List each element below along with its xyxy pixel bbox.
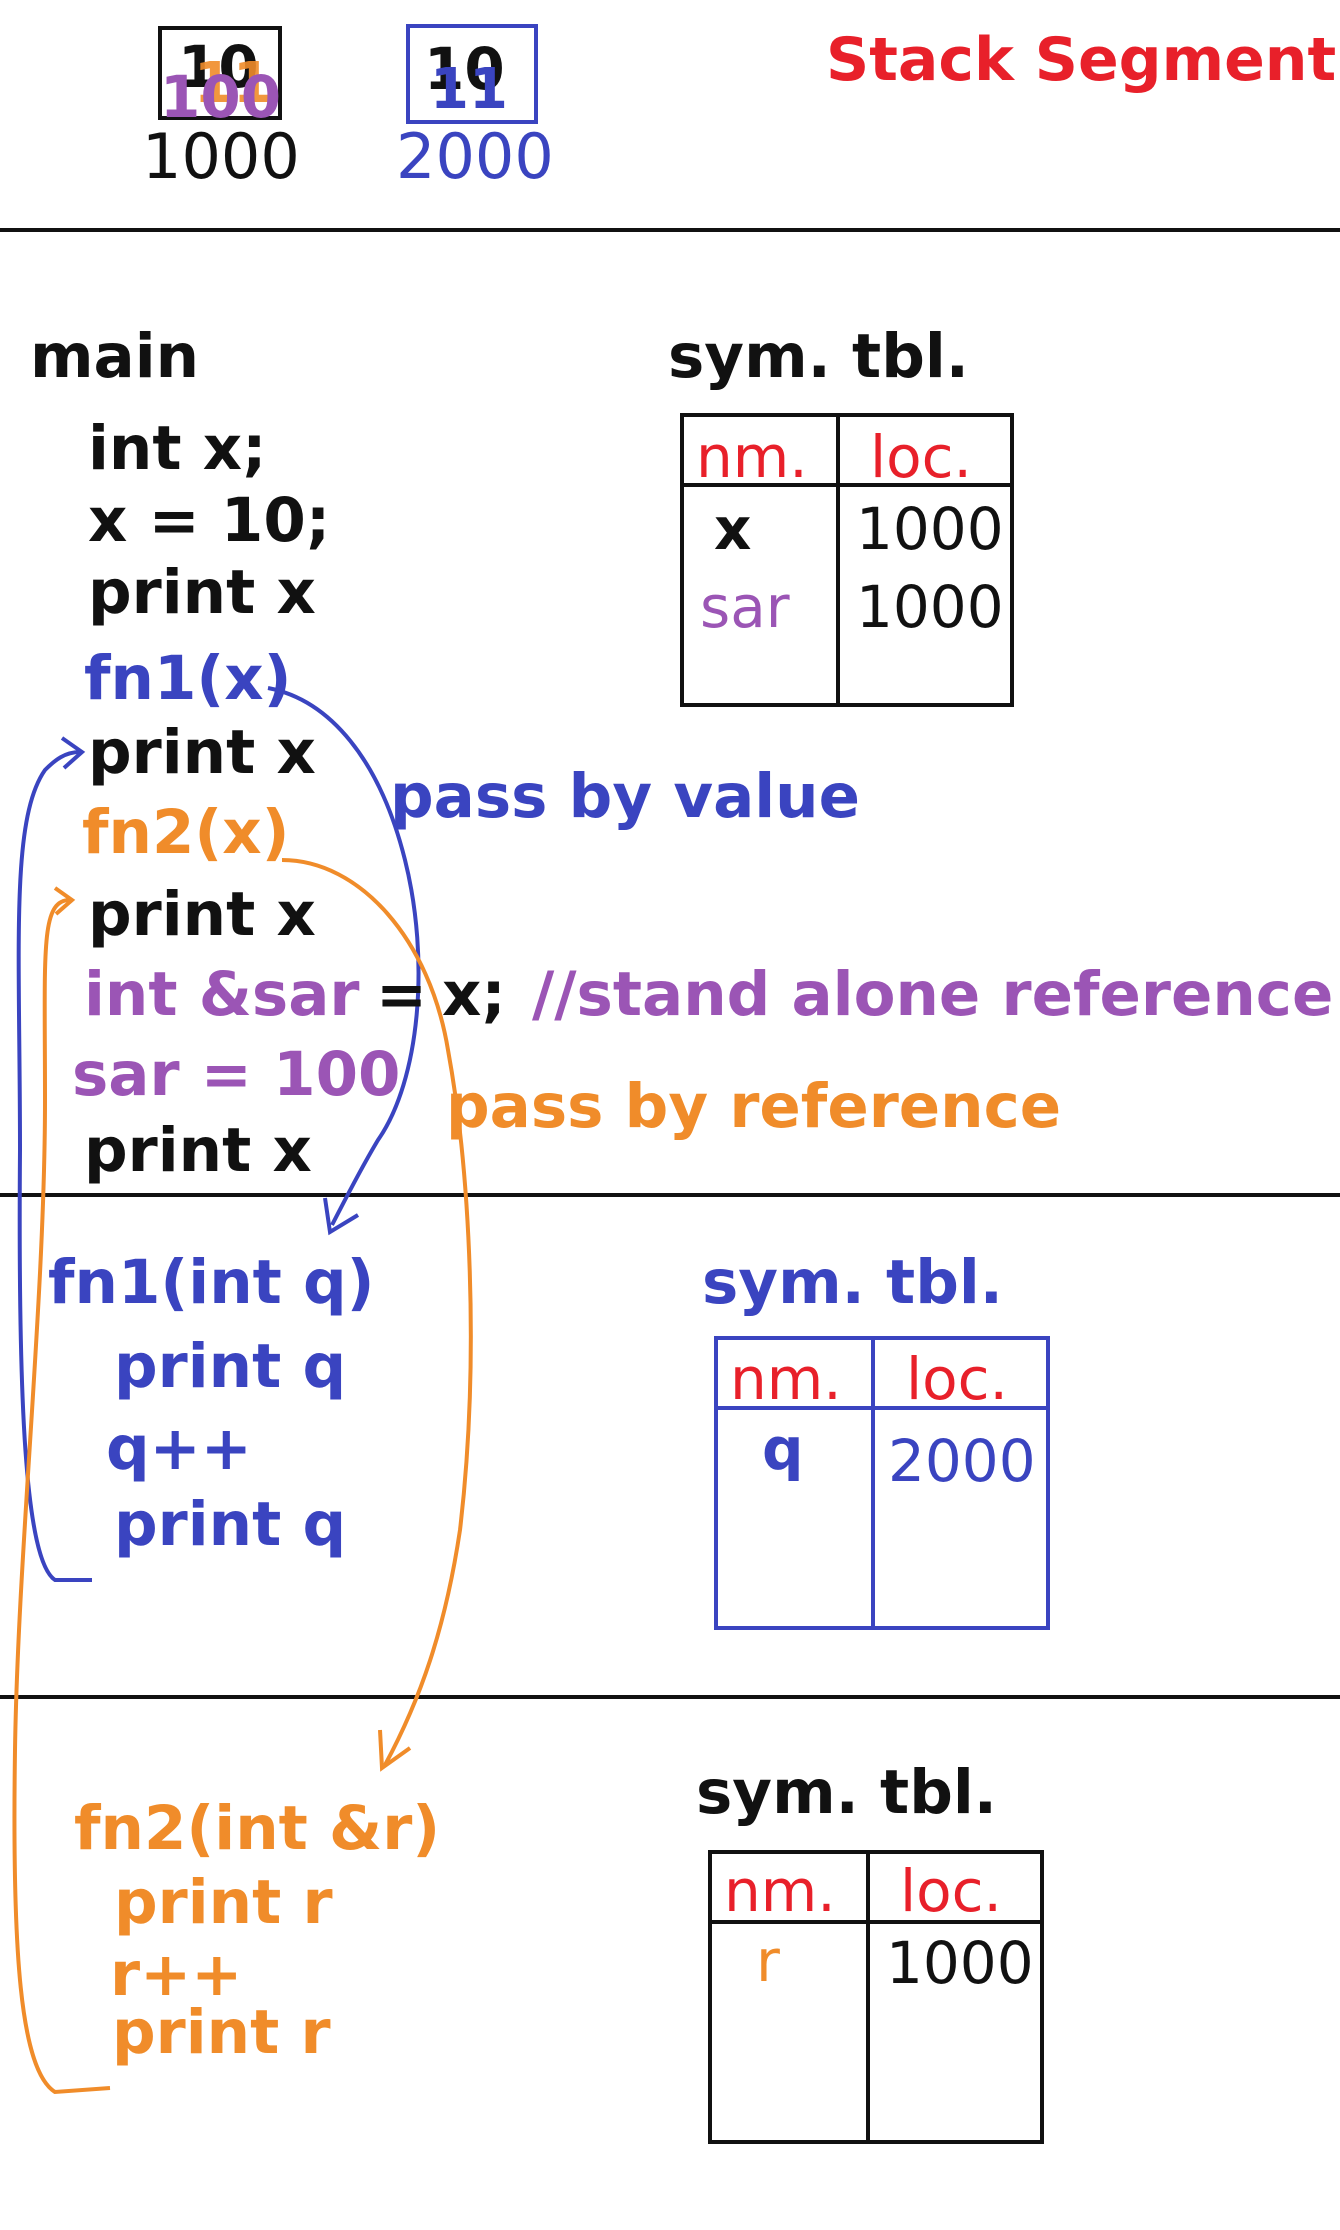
main-sym-table-title: sym. tbl.	[668, 321, 969, 392]
main-line-int-x: int x;	[88, 413, 267, 484]
orange-call-arrow	[281, 858, 473, 1766]
cell-x-overwrite-11: 11	[194, 51, 272, 116]
fn2-sym-col-name: nm.	[724, 1857, 836, 1925]
main-sym-col-loc: loc.	[870, 423, 972, 491]
orange-return-arrowhead	[53, 886, 76, 916]
fn1-sym-table-grid	[714, 1336, 1050, 1630]
main-line-print-1: print x	[88, 557, 316, 628]
fn1-sym-row-loc: 2000	[888, 1427, 1036, 1495]
main-sym-row-name: sar	[700, 573, 790, 641]
fn2-line-increment: r++	[110, 1939, 243, 2010]
main-line-ref-decl: int &sar	[84, 959, 360, 1030]
fn1-sym-col-loc: loc.	[906, 1345, 1008, 1413]
fn2-sym-row-name: r	[756, 1927, 780, 1995]
fn1-sym-row-name: q	[762, 1415, 804, 1483]
annotation-pass-by-value: pass by value	[390, 761, 860, 832]
page-title: Stack Segment	[826, 25, 1337, 95]
cell-x-overwrite-100: 100	[160, 63, 282, 131]
fn1-line-print-1: print q	[114, 1331, 347, 1402]
main-sym-row-loc: 1000	[856, 573, 1004, 641]
cell-x-address: 1000	[142, 120, 300, 193]
main-sym-row-loc: 1000	[856, 495, 1004, 563]
fn1-header: fn1(int q)	[48, 1247, 375, 1318]
fn2-header: fn2(int &r)	[74, 1793, 441, 1864]
fn2-line-print-1: print r	[114, 1867, 333, 1938]
fn2-sym-row-loc: 1000	[886, 1929, 1034, 1997]
main-sym-row-name: x	[714, 495, 752, 563]
cell-q-value: 10	[424, 35, 505, 103]
fn1-sym-table-title: sym. tbl.	[702, 1247, 1003, 1318]
main-label: main	[30, 321, 200, 392]
main-line-assign: x = 10;	[88, 485, 331, 556]
main-line-ref-target: x;	[442, 959, 506, 1030]
main-line-ref-comment: //stand alone reference	[532, 959, 1334, 1030]
blue-return-arrowhead	[60, 736, 86, 770]
main-line-print-3: print x	[88, 879, 316, 950]
memory-cell-q	[406, 24, 538, 124]
fn1-sym-col-name: nm.	[730, 1345, 842, 1413]
orange-call-arrowhead	[378, 1729, 412, 1772]
main-sym-col-name: nm.	[696, 423, 808, 491]
cell-x-value: 10	[178, 33, 259, 101]
main-sym-table-grid	[680, 413, 1014, 707]
cell-q-overwrite-11: 11	[430, 57, 508, 122]
blue-return-arrow	[16, 750, 92, 1582]
main-line-call-fn1: fn1(x)	[84, 643, 292, 714]
blue-call-arrowhead	[323, 1197, 360, 1236]
main-line-ref-equals: =	[376, 959, 428, 1030]
annotation-pass-by-reference: pass by reference	[446, 1071, 1062, 1142]
fn2-sym-table-grid	[708, 1850, 1044, 2144]
fn1-line-increment: q++	[106, 1413, 252, 1484]
main-line-print-4: print x	[84, 1115, 312, 1186]
cell-q-address: 2000	[396, 120, 554, 193]
main-line-print-2: print x	[88, 717, 316, 788]
memory-cell-x	[158, 26, 282, 120]
fn2-sym-col-loc: loc.	[900, 1857, 1002, 1925]
orange-return-arrow	[12, 898, 111, 2095]
fn1-line-print-2: print q	[114, 1489, 347, 1560]
fn2-sym-table-title: sym. tbl.	[696, 1757, 997, 1828]
fn2-line-print-2: print r	[112, 1997, 331, 2068]
main-line-call-fn2: fn2(x)	[82, 797, 290, 868]
main-line-sar-assign: sar = 100	[72, 1039, 401, 1110]
